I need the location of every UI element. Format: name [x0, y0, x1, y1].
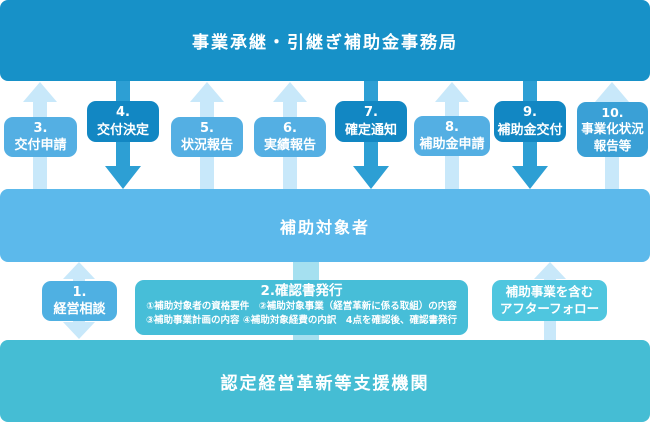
flow-box-9-subsidy-payment: 9. 補助金交付	[494, 101, 566, 142]
followup-box-after-follow: 補助事業を含む アフターフォロー	[492, 280, 607, 321]
confirm-box-line1: ①補助対象者の資格要件 ②補助対象事業（経営革新に係る取組）の内容	[146, 300, 457, 312]
office-bar: 事業承継・引継ぎ補助金事務局	[0, 0, 650, 81]
flow-box-8-subsidy-application: 8. 補助金申請	[414, 116, 490, 156]
flow-box-9-label: 9. 補助金交付	[497, 105, 563, 138]
flow-box-5-status-report: 5. 状況報告	[171, 117, 243, 157]
consult-box-label: 1. 経営相談	[53, 284, 106, 317]
confirm-box-line2: ③補助事業計画の内容 ④補助対象経費の内訳 4点を確認後、確認書発行	[145, 314, 457, 326]
target-bar: 補助対象者	[0, 189, 650, 262]
office-bar-title: 事業承継・引継ぎ補助金事務局	[192, 33, 458, 53]
flow-box-4-grant-decision: 4. 交付決定	[87, 101, 159, 142]
up-arrow-6	[273, 82, 307, 102]
consult-box-management-consultation: 1. 経営相談	[42, 281, 117, 321]
flow-box-6-label: 6. 実績報告	[263, 120, 316, 153]
consult-arrow-up	[63, 262, 95, 279]
support-bar-title: 認定経営革新等支援機関	[220, 373, 430, 394]
confirm-box-certificate-issuance: 2.確認書発行 ①補助対象者の資格要件 ②補助対象事業（経営革新に係る取組）の内…	[135, 280, 468, 335]
followup-box-label: 補助事業を含む アフターフォロー	[499, 284, 600, 316]
flow-box-7-label: 7. 確定通知	[344, 105, 397, 138]
up-arrow-10	[595, 82, 629, 102]
down-arrow-7	[353, 166, 389, 189]
flow-box-3-label: 3. 交付申請	[14, 120, 67, 153]
confirm-top-connector	[293, 262, 319, 282]
confirm-bottom-connector	[293, 332, 319, 341]
followup-arrow-up	[534, 262, 566, 279]
down-arrow-9	[512, 166, 548, 189]
up-arrow-5	[190, 82, 224, 102]
flow-box-5-label: 5. 状況報告	[180, 120, 233, 153]
flow-box-7-confirmation-notice: 7. 確定通知	[335, 101, 407, 142]
flow-box-8-label: 8. 補助金申請	[419, 119, 485, 152]
consult-arrow-down	[63, 322, 95, 339]
support-bar: 認定経営革新等支援機関	[0, 340, 650, 422]
flow-box-10-label: 10. 事業化状況 報告等	[581, 104, 644, 153]
target-bar-title: 補助対象者	[279, 217, 370, 237]
flow-box-4-label: 4. 交付決定	[96, 105, 149, 138]
up-arrow-3	[23, 82, 57, 102]
flow-box-10-commercialization-report: 10. 事業化状況 報告等	[577, 102, 648, 157]
up-arrow-8	[435, 82, 469, 102]
flow-box-3-grant-application: 3. 交付申請	[4, 117, 77, 157]
confirm-box-title: 2.確認書発行	[260, 283, 343, 299]
down-arrow-4	[105, 166, 141, 189]
flow-box-6-results-report: 6. 実績報告	[254, 117, 326, 157]
